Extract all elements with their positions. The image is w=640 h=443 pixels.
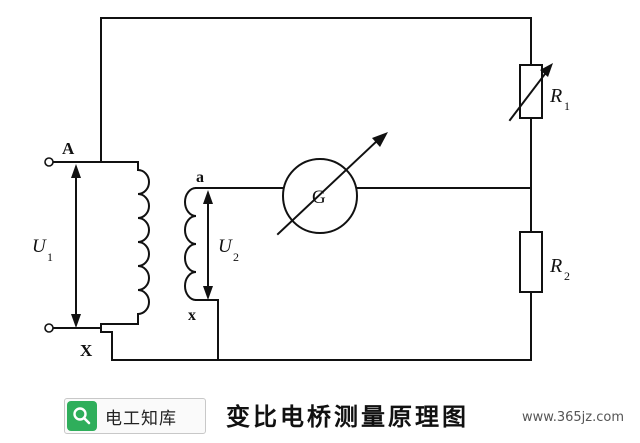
u2-arrowhead-bottom	[203, 286, 213, 300]
label-terminal-X: X	[80, 341, 93, 360]
resistor-r1	[519, 64, 543, 119]
label-R2-sub: 2	[564, 269, 570, 283]
label-terminal-a: a	[196, 169, 204, 186]
resistor-r1-arrow	[508, 68, 550, 122]
input-terminal-top	[44, 157, 54, 167]
watermark: www.365jz.com	[522, 410, 624, 425]
input-terminal-bottom	[44, 323, 54, 333]
resistor-r2	[519, 231, 543, 293]
secondary-coil	[184, 186, 198, 302]
brand-label: 电工知库	[105, 408, 177, 429]
brand-badge[interactable]: 电工知库	[64, 398, 206, 434]
diagram-caption: 变比电桥测量原理图	[226, 402, 469, 431]
label-R1-sub: 1	[564, 99, 570, 113]
primary-coil	[136, 168, 150, 316]
primary-lead-top	[100, 161, 139, 171]
label-U1: U	[32, 236, 47, 257]
primary-lead-bottom	[100, 313, 139, 333]
label-galvanometer: G	[312, 187, 326, 208]
wire-top	[100, 17, 532, 163]
label-terminal-x: x	[188, 307, 196, 324]
r1-arrowhead	[540, 63, 553, 77]
bridge-circuit-diagram: A X a x U 1 U 2 G R 1 R 2	[32, 17, 570, 361]
label-U1-sub: 1	[47, 250, 53, 264]
wire-input-bottom	[53, 327, 102, 333]
label-U2-sub: 2	[233, 250, 239, 264]
label-U2: U	[218, 236, 233, 257]
needle-arrowhead	[372, 132, 388, 147]
u2-arrowhead-top	[203, 190, 213, 204]
footer: 电工知库 变比电桥测量原理图 www.365jz.com	[0, 394, 640, 438]
wire-X	[100, 331, 219, 361]
u1-arrowhead-top	[71, 164, 81, 178]
label-terminal-A: A	[62, 139, 75, 158]
label-R1: R	[549, 85, 562, 107]
wire-x	[207, 299, 219, 361]
galvanometer-needle	[276, 138, 380, 236]
galvanometer	[282, 158, 358, 234]
u1-arrowhead-bottom	[71, 314, 81, 328]
search-icon	[67, 401, 97, 431]
label-R2: R	[549, 255, 562, 277]
